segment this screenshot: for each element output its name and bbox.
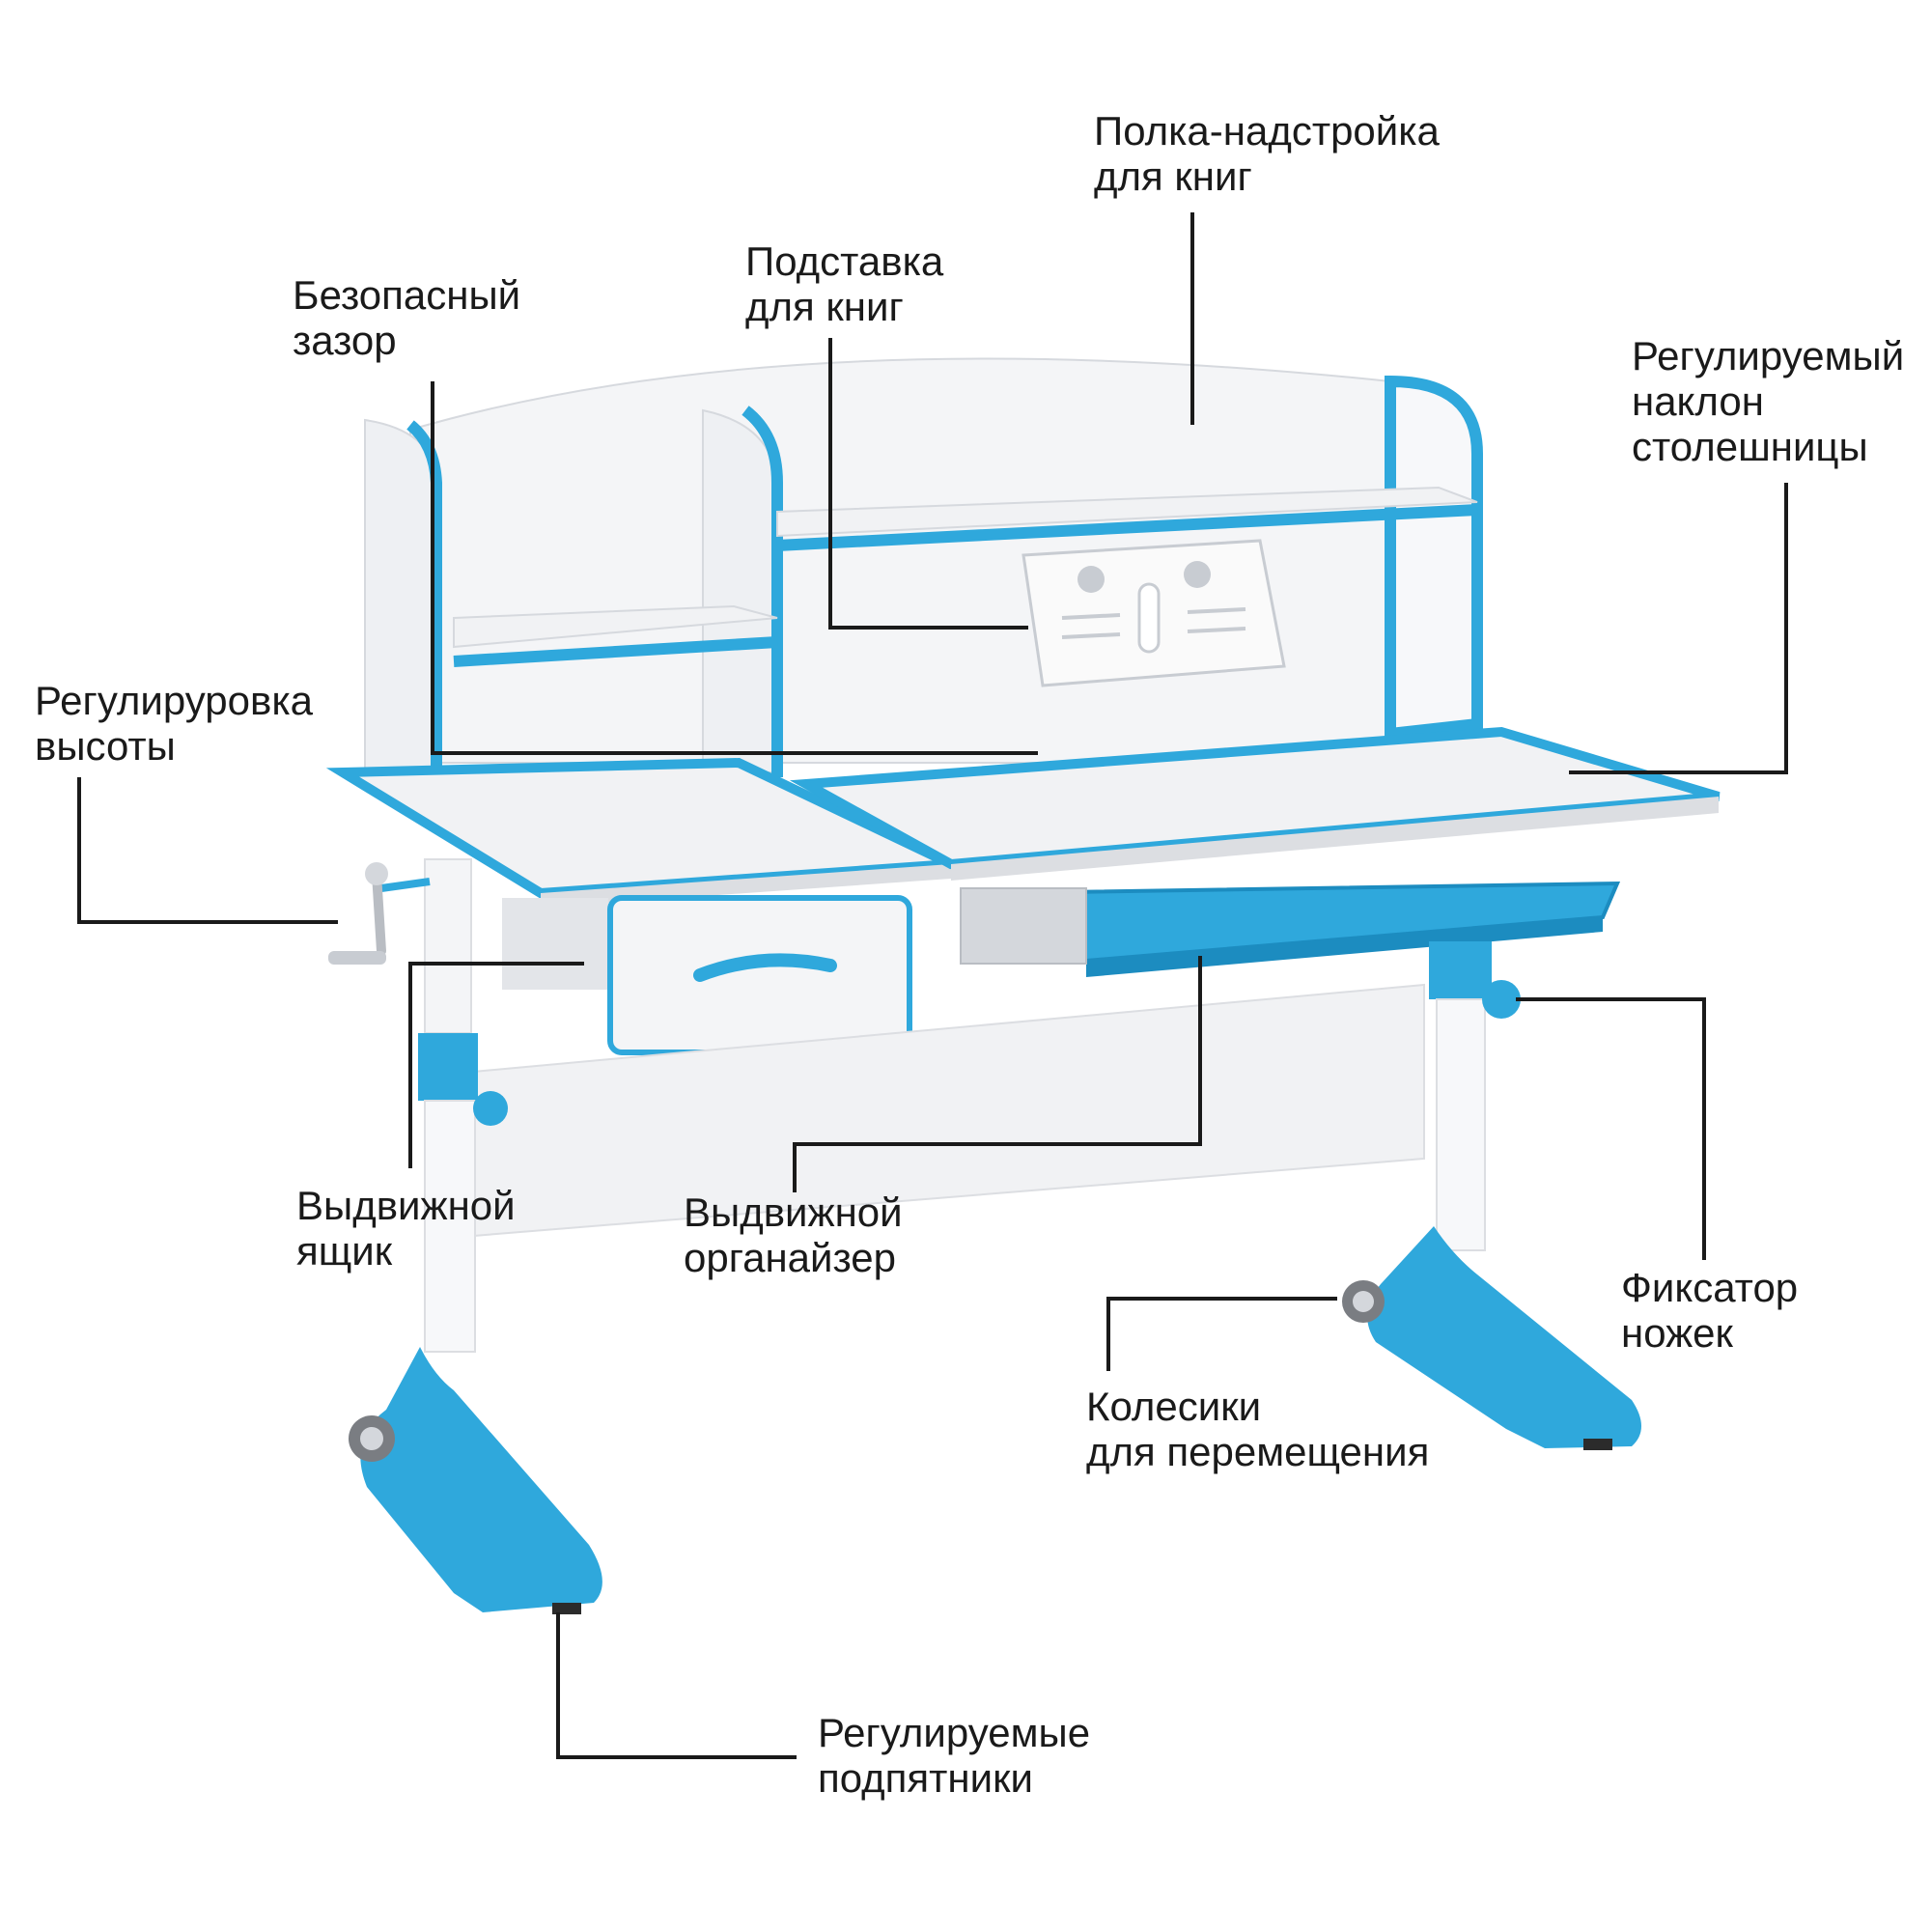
crank-handle — [328, 862, 431, 965]
label-feet-line2: подпятники — [818, 1755, 1033, 1801]
label-drawer: Выдвижной ящик — [296, 1183, 516, 1274]
drawer — [502, 895, 912, 1055]
leader-height — [77, 777, 338, 924]
leader-lines — [77, 212, 1788, 1759]
leader-safe-gap — [431, 381, 1038, 755]
left-leg — [349, 858, 602, 1614]
leader-leg-lock — [1516, 997, 1706, 1260]
label-drawer-line1: Выдвижной — [296, 1183, 516, 1228]
organizer — [960, 881, 1621, 977]
label-height-adjust: Регулируровка высоты — [35, 678, 313, 769]
label-wheels-line1: Колесики — [1086, 1384, 1262, 1429]
label-leg-lock: Фиксатор ножек — [1621, 1265, 1798, 1356]
label-height-adjust-line1: Регулируровка — [35, 678, 313, 723]
label-feet-line1: Регулируемые — [818, 1710, 1091, 1755]
label-wheels-line2: для перемещения — [1086, 1429, 1430, 1474]
label-wheels: Колесики для перемещения — [1086, 1384, 1429, 1474]
label-organizer-line2: органайзер — [684, 1235, 896, 1280]
label-leg-lock-line1: Фиксатор — [1621, 1265, 1799, 1310]
label-shelf-top-line2: для книг — [1094, 154, 1252, 199]
label-book-stand-line1: Подставка — [745, 238, 944, 284]
label-leg-lock-line2: ножек — [1621, 1310, 1733, 1356]
label-feet: Регулируемые подпятники — [818, 1710, 1090, 1801]
label-tilt-line3: столешницы — [1632, 424, 1868, 469]
leader-organizer — [793, 956, 1202, 1192]
label-safe-gap-line2: зазор — [293, 318, 397, 363]
hutch — [364, 357, 1483, 798]
leader-tilt — [1569, 483, 1788, 774]
label-drawer-line2: ящик — [296, 1228, 393, 1274]
leader-drawer — [408, 962, 584, 1168]
leader-book-stand — [828, 338, 1028, 630]
label-safe-gap: Безопасный зазор — [293, 272, 520, 363]
leader-feet — [556, 1612, 797, 1759]
label-tilt-line1: Регулируемый — [1632, 333, 1905, 378]
label-shelf-top: Полка-надстройка для книг — [1094, 108, 1440, 199]
label-tilt: Регулируемый наклон столешницы — [1632, 333, 1904, 469]
label-organizer: Выдвижной органайзер — [684, 1190, 903, 1280]
label-height-adjust-line2: высоты — [35, 723, 176, 769]
right-leg — [1342, 941, 1641, 1450]
label-organizer-line1: Выдвижной — [684, 1190, 903, 1235]
label-book-stand: Подставка для книг — [745, 238, 943, 329]
label-shelf-top-line1: Полка-надстройка — [1094, 108, 1440, 154]
label-safe-gap-line1: Безопасный — [293, 272, 521, 318]
label-tilt-line2: наклон — [1632, 378, 1764, 424]
label-book-stand-line2: для книг — [745, 284, 904, 329]
leader-wheels — [1106, 1297, 1337, 1371]
